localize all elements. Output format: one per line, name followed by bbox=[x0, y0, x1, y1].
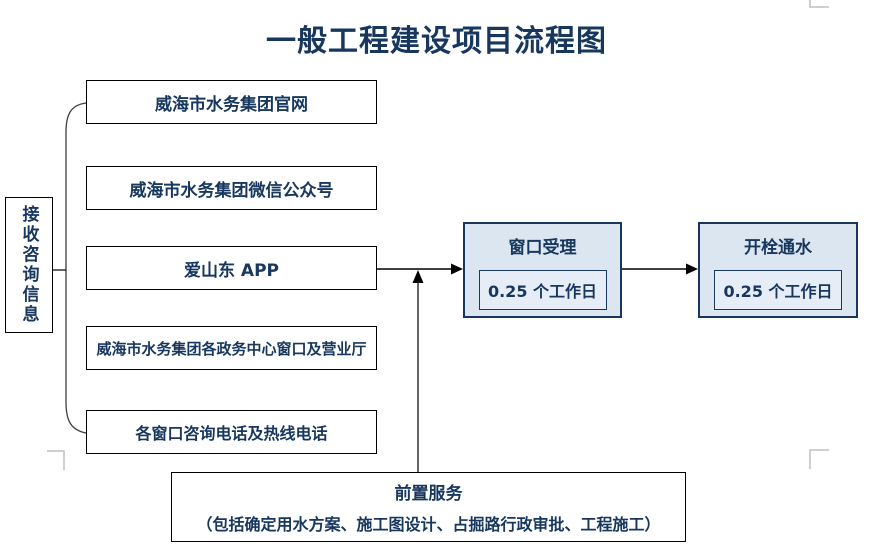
step-duration-box: 0.25 个工作日 bbox=[478, 270, 607, 310]
channels-brace bbox=[65, 102, 87, 434]
margin-mark-bottom-right bbox=[809, 449, 829, 469]
arrow-preservice-up-head bbox=[412, 270, 424, 283]
channel-label: 爱山东 APP bbox=[184, 260, 279, 281]
pre-service-box: 前置服务 （包括确定用水方案、施工图设计、占掘路行政审批、工程施工） bbox=[171, 472, 686, 542]
step-duration: 0.25 个工作日 bbox=[487, 282, 598, 301]
step-water-on: 开栓通水 0.25 个工作日 bbox=[698, 222, 858, 318]
arrow-channels-to-step1-head bbox=[451, 263, 463, 275]
step-title: 开栓通水 bbox=[744, 238, 812, 258]
channel-box-official-website: 威海市水务集团官网 bbox=[86, 80, 377, 124]
channel-label: 威海市水务集团官网 bbox=[155, 94, 308, 115]
margin-mark-top-right bbox=[809, 0, 829, 8]
step-duration-box: 0.25 个工作日 bbox=[714, 270, 842, 310]
pre-service-title: 前置服务 bbox=[394, 484, 463, 505]
channel-box-aishandong-app: 爱山东 APP bbox=[86, 246, 377, 290]
channel-label: 各窗口咨询电话及热线电话 bbox=[135, 424, 328, 443]
page-title: 一般工程建设项目流程图 bbox=[266, 24, 607, 59]
pre-service-detail: （包括确定用水方案、施工图设计、占掘路行政审批、工程施工） bbox=[196, 514, 661, 534]
step-title: 窗口受理 bbox=[508, 238, 577, 258]
channel-label: 威海市水务集团微信公众号 bbox=[129, 180, 334, 201]
arrow-step1-to-step2-head bbox=[686, 263, 698, 275]
receive-info-label: 接收咨询信息 bbox=[18, 205, 39, 325]
channel-box-service-windows: 威海市水务集团各政务中心窗口及营业厅 bbox=[86, 326, 377, 370]
step-duration: 0.25 个工作日 bbox=[723, 282, 833, 301]
channel-label: 威海市水务集团各政务中心窗口及营业厅 bbox=[96, 339, 367, 358]
channel-box-hotlines: 各窗口咨询电话及热线电话 bbox=[86, 410, 377, 454]
step-window-acceptance: 窗口受理 0.25 个工作日 bbox=[463, 222, 622, 318]
receive-info-box: 接收咨询信息 bbox=[5, 197, 53, 333]
channel-box-wechat: 威海市水务集团微信公众号 bbox=[86, 166, 377, 210]
margin-mark-bottom-left bbox=[47, 450, 65, 470]
